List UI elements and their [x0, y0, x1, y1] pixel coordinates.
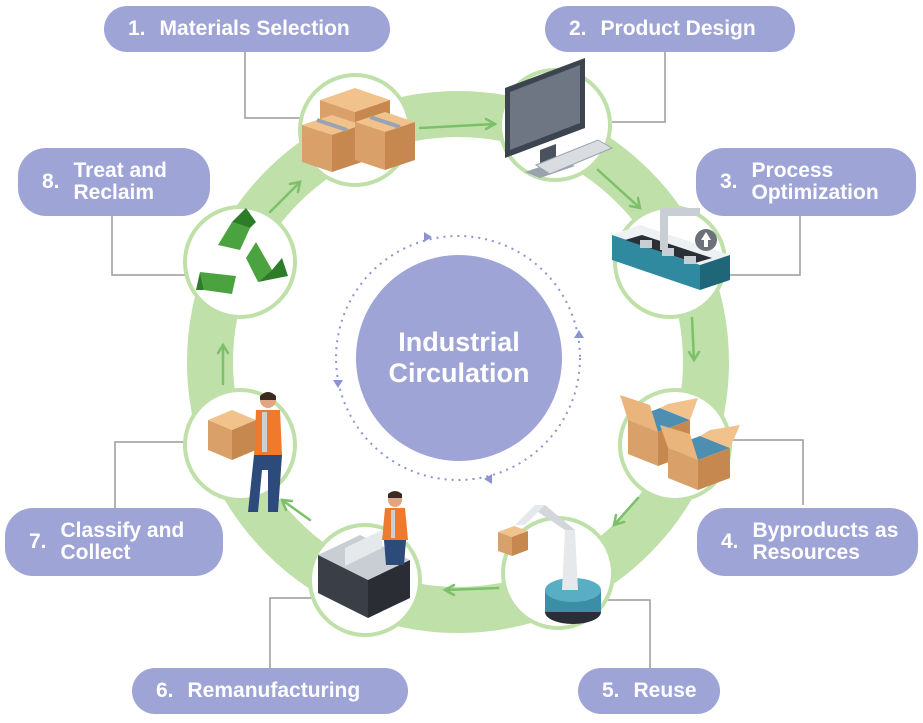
stage-number-5: 5.: [602, 678, 620, 702]
connector-7: [114, 441, 190, 508]
circulation-ring: [187, 91, 729, 633]
stage-pill-2: 2. Product Design: [545, 6, 795, 52]
connector-6: [269, 597, 315, 668]
orbit-arrowhead-left: [333, 380, 343, 388]
stage-label-8: Treat and Reclaim: [73, 158, 167, 204]
stage-label-2: Product Design: [600, 16, 756, 40]
stage-number-3: 3.: [720, 169, 738, 193]
stage-label-3: Process Optimization: [751, 158, 879, 204]
connector-lines: [111, 48, 804, 668]
orbit-arrowhead-bottom: [484, 474, 492, 484]
robotic-arm-icon: [498, 505, 601, 624]
stage-number-6: 6.: [156, 678, 174, 702]
stage-pill-4: 4. Byproducts as Resources: [697, 508, 918, 576]
arrow-8-to-1: [268, 180, 302, 214]
dotted-orbit: [335, 235, 581, 481]
arrow-3-to-4: [687, 316, 701, 363]
arrow-6-to-7: [280, 498, 312, 522]
arrow-4-to-5: [612, 496, 640, 527]
connector-5: [600, 599, 651, 668]
connector-4: [730, 439, 804, 505]
conveyor-belt-icon: [612, 208, 730, 290]
stage-label-6: Remanufacturing: [187, 678, 361, 702]
stage-number-8: 8.: [42, 169, 60, 193]
arrow-2-to-3: [596, 168, 642, 210]
stage-pill-3: 3. Process Optimization: [696, 148, 916, 216]
stage-label-4: Byproducts as Resources: [752, 518, 899, 564]
stage-label-1: Materials Selection: [159, 16, 350, 40]
recycle-icon: [196, 208, 288, 294]
arrow-1-to-2: [418, 117, 498, 131]
computer-monitor-icon: [505, 58, 614, 178]
stage-pill-6: 6. Remanufacturing: [132, 668, 408, 714]
stage-pill-7: 7. Classify and Collect: [5, 508, 223, 576]
stage-pill-8: 8. Treat and Reclaim: [18, 148, 210, 216]
connector-1: [244, 48, 305, 119]
stage-number-2: 2.: [569, 16, 587, 40]
stage-number-7: 7.: [29, 529, 47, 553]
stage-number-4: 4.: [721, 529, 739, 553]
center-title: Industrial Circulation: [388, 326, 530, 388]
orbit-arrowhead-top: [424, 232, 432, 242]
connector-8: [111, 215, 188, 276]
stage-number-1: 1.: [128, 16, 146, 40]
worker-at-machine-icon: [318, 491, 410, 618]
stage-label-7: Classify and Collect: [60, 518, 185, 564]
center-title-circle: Industrial Circulation: [356, 255, 562, 461]
arrow-5-to-6: [442, 583, 500, 597]
connector-3: [725, 215, 801, 276]
open-boxes-icon: [620, 395, 740, 490]
cardboard-boxes-icon: [302, 88, 415, 172]
stage-pill-5: 5. Reuse: [578, 668, 720, 714]
stage-label-5: Reuse: [633, 678, 697, 702]
orbit-arrows: [333, 232, 584, 484]
worker-carrying-box-icon: [208, 392, 282, 512]
stage-pill-1: 1. Materials Selection: [104, 6, 390, 52]
connector-2: [612, 50, 666, 123]
ring-arrows: [216, 117, 701, 597]
arrow-7-to-8: [216, 342, 230, 386]
orbit-arrowhead-right: [574, 330, 584, 338]
